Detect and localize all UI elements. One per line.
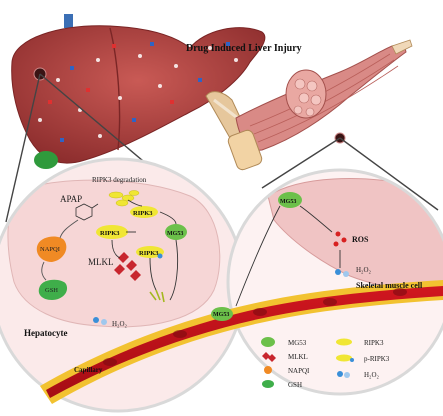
legend-item-gsh: GSH xyxy=(262,380,302,389)
capillary-label: Capillary xyxy=(74,366,103,374)
drug-particles xyxy=(38,46,238,138)
muscle-arrows xyxy=(235,205,341,307)
diagram-title: Drug Induced Liver Injury xyxy=(186,43,302,54)
svg-text:H₂O₂: H₂O₂ xyxy=(356,266,372,274)
napqi-blob: NAPQI xyxy=(36,236,67,262)
gallbladder xyxy=(34,151,58,169)
bone-icon xyxy=(227,129,263,171)
legend-item-mlkl: MLKL xyxy=(262,352,308,362)
muscle-cell-label: Skeletal muscle cell xyxy=(356,281,423,290)
ripk3-right-pill: RIPK3 xyxy=(136,246,164,259)
h2o2-muscle: H₂O₂ xyxy=(335,266,372,277)
hepatic-vessel xyxy=(64,14,73,28)
mg53-capillary-blob: MG53 xyxy=(211,307,233,321)
hepatocyte-label: Hepatocyte xyxy=(24,328,67,338)
svg-text:MG53: MG53 xyxy=(280,199,296,205)
apap-molecule-icon xyxy=(75,203,99,221)
hepatocyte-arrows xyxy=(111,199,179,301)
svg-text:MLKL: MLKL xyxy=(288,353,308,361)
capillary-vessel xyxy=(40,280,443,404)
ripk3-top-pill: RIPK3 xyxy=(130,206,158,218)
svg-text:H₂O₂: H₂O₂ xyxy=(112,320,128,328)
muscle-illustration xyxy=(205,39,413,171)
svg-text:RIPK3: RIPK3 xyxy=(100,230,120,237)
ripk3-degradation-label: RIPK3 degradation xyxy=(92,176,147,184)
svg-text:RIPK3: RIPK3 xyxy=(364,339,384,347)
svg-text:MG53: MG53 xyxy=(213,312,229,318)
ros-label: ROS xyxy=(352,235,369,244)
svg-text:GSH: GSH xyxy=(288,381,302,389)
mg53-hepatocyte-blob: MG53 xyxy=(165,224,187,240)
svg-text:RIPK3: RIPK3 xyxy=(139,250,159,257)
apap-label: APAP xyxy=(60,194,82,204)
svg-text:NAPQI: NAPQI xyxy=(288,367,310,375)
mlkl-label: MLKL xyxy=(88,257,114,267)
ros-cluster xyxy=(333,231,347,247)
legend-item-mg53: MG53 xyxy=(261,337,307,347)
liver-illustration xyxy=(11,14,266,169)
mlkl-cluster xyxy=(114,252,141,281)
legend-item-napqi: NAPQI xyxy=(264,366,310,375)
ripk3-mid-pill: RIPK3 xyxy=(96,225,128,239)
gsh-blob: GSH xyxy=(38,279,68,300)
ripk3-degradation-cluster xyxy=(108,190,140,207)
napqi-label: NAPQI xyxy=(40,246,60,253)
legend-item-ripk3: RIPK3 xyxy=(336,338,384,347)
svg-text:MG53: MG53 xyxy=(167,231,183,237)
gsh-label: GSH xyxy=(45,287,58,294)
h2o2-hepatocyte: H₂O₂ xyxy=(93,317,128,328)
legend-item-h2o2: H₂O₂ xyxy=(337,371,380,379)
mg53-muscle-blob: MG53 xyxy=(278,192,302,208)
svg-text:H₂O₂: H₂O₂ xyxy=(364,371,380,379)
membrane-pore xyxy=(149,289,165,303)
svg-text:p-RIPK3: p-RIPK3 xyxy=(364,355,390,363)
svg-text:MG53: MG53 xyxy=(288,339,307,347)
svg-text:RIPK3: RIPK3 xyxy=(133,210,153,217)
legend: MG53 MLKL NAPQI GSH RIPK3 p-RIPK3 H₂O₂ xyxy=(261,337,390,389)
legend-item-p-ripk3: p-RIPK3 xyxy=(336,354,390,363)
